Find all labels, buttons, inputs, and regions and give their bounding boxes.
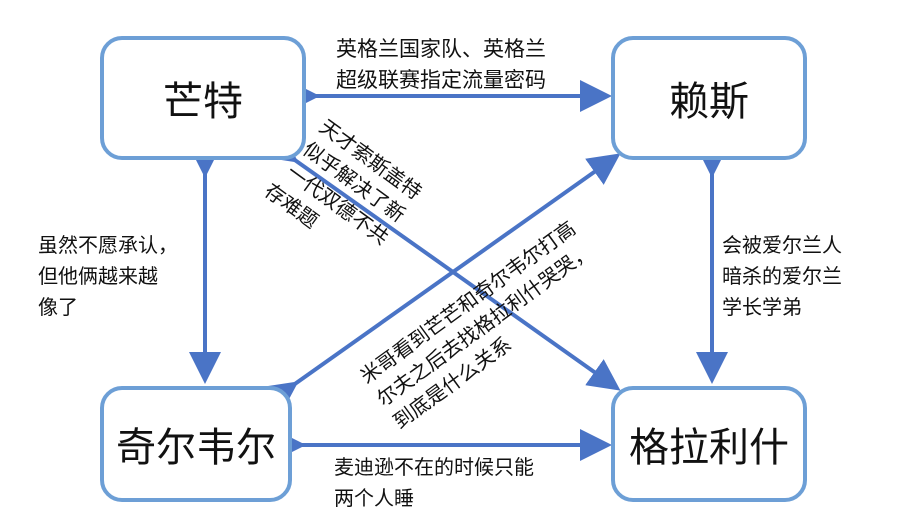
node-mount: 芒特 (100, 36, 306, 160)
label-line: 像了 (38, 295, 78, 319)
label-chilwell-grealish: 麦迪逊不在的时候只能 两个人睡 (334, 452, 534, 514)
label-line: 学长学弟 (722, 295, 802, 319)
label-line: 麦迪逊不在的时候只能 (334, 455, 534, 479)
node-rice: 赖斯 (611, 36, 807, 160)
node-grealish: 格拉利什 (611, 386, 807, 502)
label-mount-rice: 英格兰国家队、英格兰 超级联赛指定流量密码 (336, 34, 546, 96)
svg-text:米哥看到芒芒和奇尔韦尔打高 尔夫之后去找格拉利什: 米哥看到芒芒和奇尔韦尔打高 尔夫之后去找格拉利什哭哭， 到底是什么关系 (356, 212, 619, 433)
label-mount-chilwell: 虽然不愿承认， 但他俩越来越 像了 (38, 230, 178, 323)
node-label: 芒特 (163, 79, 243, 125)
label-line: 虽然不愿承认， (38, 233, 178, 257)
label-line: 会被爱尔兰人 (722, 233, 842, 257)
label-line: 两个人睡 (334, 486, 414, 510)
node-label: 奇尔韦尔 (116, 425, 276, 471)
label-chilwell-rice: 米哥看到芒芒和奇尔韦尔打高 尔夫之后去找格拉利什哭哭， 到底是什么关系 (356, 212, 619, 434)
node-chilwell: 奇尔韦尔 (100, 386, 292, 502)
label-line: 暗杀的爱尔兰 (722, 264, 842, 288)
arrow-chilwell-rice (263, 153, 621, 413)
label-line: 但他俩越来越 (38, 264, 158, 288)
node-label: 赖斯 (669, 79, 749, 125)
node-label: 格拉利什 (629, 425, 789, 471)
label-line: 英格兰国家队、英格兰 (336, 37, 546, 61)
label-line: 尔夫之后去找格拉利什哭哭， (372, 239, 596, 411)
label-line: 超级联赛指定流量密码 (336, 68, 546, 92)
label-rice-grealish: 会被爱尔兰人 暗杀的爱尔兰 学长学弟 (722, 230, 842, 323)
